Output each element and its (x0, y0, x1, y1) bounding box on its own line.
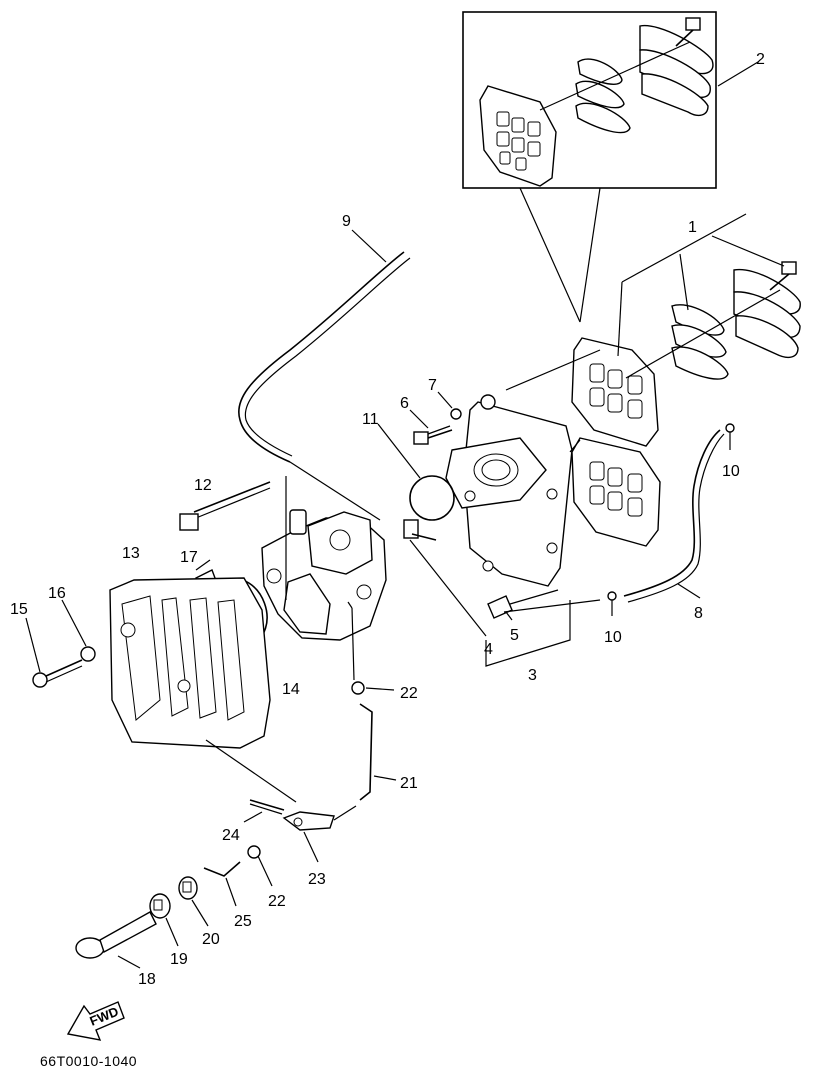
hose-9 (238, 229, 411, 521)
callout-1: 1 (688, 219, 697, 236)
fitting-5 (487, 589, 601, 621)
link-25 (203, 861, 241, 907)
bolt-12 (179, 481, 271, 531)
callout-17: 17 (180, 549, 198, 566)
callout-24: 24 (222, 827, 240, 844)
reed-ports (589, 363, 643, 517)
clip-22-upper (351, 681, 395, 695)
callout-21: 21 (400, 775, 418, 792)
callout-5: 5 (510, 627, 519, 644)
callout-10-top: 10 (722, 463, 740, 480)
plate-20 (178, 876, 209, 927)
screw-15 (25, 617, 83, 688)
hose-8 (623, 429, 725, 603)
reed-valve-assembly (571, 213, 801, 547)
callout-2: 2 (756, 51, 765, 68)
callout-15: 15 (10, 601, 28, 618)
callout-7: 7 (428, 377, 437, 394)
clip-22-lower (247, 845, 273, 887)
callout-22-upper: 22 (400, 685, 418, 702)
callout-19: 19 (170, 951, 188, 968)
callout-25: 25 (234, 913, 252, 930)
callout-9: 9 (342, 213, 351, 230)
callout-14: 14 (282, 681, 300, 698)
callout-6: 6 (400, 395, 409, 412)
forward-direction-arrow: FWD (66, 1001, 125, 1041)
callout-12: 12 (194, 477, 212, 494)
hose-clip-10-top (725, 423, 735, 450)
pin-24 (243, 799, 285, 823)
grommet-19 (149, 893, 179, 947)
drawing-code: 66T0010-1040 (40, 1053, 137, 1069)
reed-valve-detail-inset (462, 11, 759, 189)
callout-22-lower: 22 (268, 893, 286, 910)
lever-23 (282, 805, 357, 863)
callout-20: 20 (202, 931, 220, 948)
washer-7 (437, 391, 462, 420)
callout-10-bottom: 10 (604, 629, 622, 646)
silencer-13 (109, 577, 297, 803)
knob-18 (75, 911, 157, 969)
hose-clip-10-bottom (607, 591, 617, 616)
callout-labels: 1 2 3 4 5 6 7 8 9 10 10 11 12 13 14 15 1… (10, 51, 765, 988)
intake-manifold (445, 349, 601, 587)
callout-16: 16 (48, 585, 66, 602)
washer-16 (61, 599, 96, 662)
callout-3: 3 (528, 667, 537, 684)
screw-4 (403, 519, 487, 637)
gasket-11 (409, 475, 455, 521)
callout-11: 11 (362, 411, 379, 428)
bolt-6 (409, 409, 453, 445)
callout-8: 8 (694, 605, 703, 622)
callout-23: 23 (308, 871, 326, 888)
carburetor (261, 476, 387, 681)
callout-13: 13 (122, 545, 140, 562)
rod-21 (359, 703, 397, 801)
callout-18: 18 (138, 971, 156, 988)
callout-4: 4 (484, 641, 493, 658)
